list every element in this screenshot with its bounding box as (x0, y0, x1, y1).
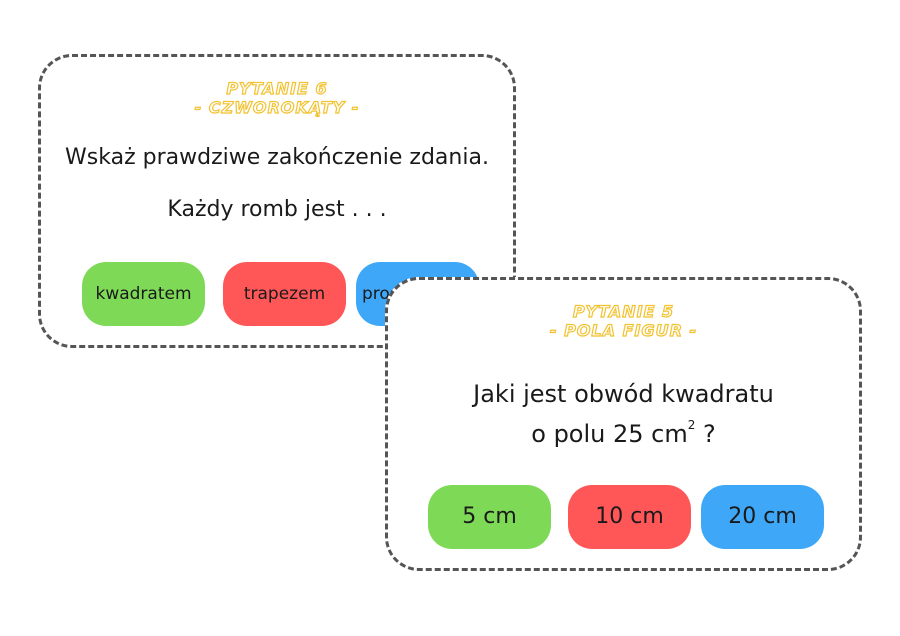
answer-button-5cm[interactable]: 5 cm (428, 485, 551, 549)
question-text-prefix: o polu 25 cm (531, 420, 688, 448)
question-number: PYTANIE 5 (572, 301, 675, 321)
answer-button-trapezem[interactable]: trapezem (223, 262, 346, 326)
card-header: PYTANIE 6 - CZWOROKĄTY - (41, 78, 513, 117)
question-card-5: PYTANIE 5 - POLA FIGUR - Jaki jest obwód… (385, 277, 862, 571)
card-header: PYTANIE 5 - POLA FIGUR - (388, 301, 859, 340)
exponent: 2 (687, 418, 696, 432)
answer-button-10cm[interactable]: 10 cm (568, 485, 691, 549)
question-text-continuation: Każdy romb jest . . . (167, 197, 387, 222)
question-text-suffix: ? (695, 420, 716, 448)
answer-button-kwadratem[interactable]: kwadratem (82, 262, 205, 326)
question-text-continuation: o polu 25 cm2 ? (388, 418, 859, 448)
question-category: - POLA FIGUR - (549, 320, 698, 340)
question-text: Wskaż prawdziwe zakończenie zdania. (65, 145, 489, 170)
answer-button-20cm[interactable]: 20 cm (701, 485, 824, 549)
question-number: PYTANIE 6 (226, 78, 328, 98)
question-category: - CZWOROKĄTY - (194, 97, 360, 117)
question-text: Jaki jest obwód kwadratu (473, 380, 774, 408)
